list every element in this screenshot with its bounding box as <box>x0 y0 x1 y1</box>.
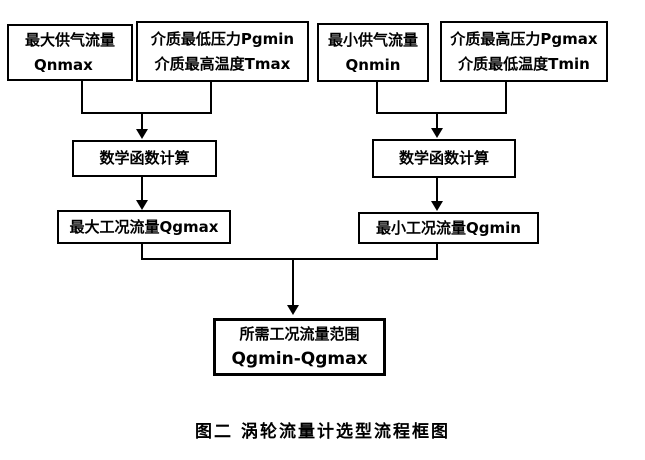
node-label-symbol: Qnmax <box>34 55 93 74</box>
connector-line <box>376 112 507 114</box>
node-required-flow-range: 所需工况流量范围 Qgmin-Qgmax <box>213 318 386 376</box>
arrowhead-down-icon <box>431 128 443 138</box>
node-label: 所需工况流量范围 <box>239 325 360 343</box>
arrowhead-down-icon <box>136 200 148 210</box>
connector-line <box>292 259 294 306</box>
node-max-pressure-min-temp: 介质最高压力Pgmax 介质最低温度Tmin <box>440 21 608 82</box>
connector-line <box>505 81 507 114</box>
node-label: 最小工况流量Qgmin <box>376 218 521 237</box>
connector-line <box>141 243 143 260</box>
arrowhead-down-icon <box>287 305 299 315</box>
figure-caption: 图二 涡轮流量计选型流程框图 <box>195 422 450 442</box>
node-label: 介质最高温度Tmax <box>154 54 291 73</box>
node-label-symbol: Qnmin <box>345 55 401 74</box>
connector-line <box>141 176 143 201</box>
node-min-pressure-max-temp: 介质最低压力Pgmin 介质最高温度Tmax <box>136 21 309 82</box>
node-label: 介质最高压力Pgmax <box>450 29 598 48</box>
node-math-calc-left: 数学函数计算 <box>72 140 217 177</box>
node-label: 最大工况流量Qgmax <box>69 217 219 236</box>
node-label: 数学函数计算 <box>398 149 489 167</box>
node-label: 最大供气流量 <box>24 30 115 49</box>
node-max-working-flow: 最大工况流量Qgmax <box>57 210 231 244</box>
node-max-supply-flow: 最大供气流量 Qnmax <box>7 24 133 81</box>
connector-line <box>141 258 438 260</box>
connector-line <box>436 177 438 202</box>
node-label: 最小供气流量 <box>327 30 418 49</box>
node-math-calc-right: 数学函数计算 <box>372 139 516 178</box>
node-label: 介质最低温度Tmin <box>458 54 590 73</box>
node-label-symbol: Qgmin-Qgmax <box>231 349 368 369</box>
connector-line <box>436 113 438 130</box>
node-min-supply-flow: 最小供气流量 Qnmin <box>317 23 429 82</box>
connector-line <box>210 81 212 114</box>
connector-line <box>81 112 212 114</box>
node-label: 数学函数计算 <box>99 149 190 167</box>
connector-line <box>81 80 83 114</box>
connector-line <box>436 243 438 260</box>
arrowhead-down-icon <box>136 129 148 139</box>
connector-line <box>141 113 143 131</box>
node-min-working-flow: 最小工况流量Qgmin <box>358 212 539 244</box>
connector-line <box>376 81 378 114</box>
arrowhead-down-icon <box>431 201 443 211</box>
node-label: 介质最低压力Pgmin <box>150 29 295 48</box>
